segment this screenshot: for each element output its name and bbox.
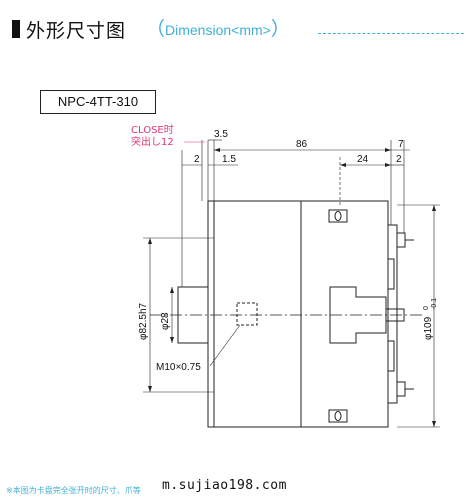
arrow-28-top <box>170 287 174 293</box>
dim-text-109-tol-upper: 0 <box>423 306 430 310</box>
dim-text-3-5: 3.5 <box>214 129 228 140</box>
subtitle-close-paren: ） <box>270 19 290 40</box>
subtitle-unit: <mm> <box>231 22 271 38</box>
upper-jaw-pin-base <box>396 232 406 248</box>
dim-text-1-5: 1.5 <box>222 154 236 165</box>
dim-text-2-left: 2 <box>194 154 200 165</box>
header-dashed-rule <box>318 33 464 34</box>
dim-texts: 3.5 86 7 2 1.5 24 2 φ82.5h7 φ28 φ109 0 -… <box>138 129 438 373</box>
page-title: 外形尺寸图 <box>26 20 127 42</box>
bottom-jaw-slot <box>328 409 348 423</box>
page-subtitle: （Dimension<mm>） <box>146 14 290 41</box>
lower-jaw-block <box>387 340 395 372</box>
subtitle-open-paren: （ <box>146 19 166 40</box>
dim-text-109: φ109 <box>423 316 434 340</box>
arrow-86-left <box>214 148 220 152</box>
close-note-line1: CLOSE时 <box>131 125 174 136</box>
lower-jaw-pin-base <box>396 381 406 397</box>
flange-plate <box>207 200 215 428</box>
arrow-109-bottom <box>432 421 436 427</box>
top-jaw-hole <box>334 211 342 221</box>
dim-text-7: 7 <box>398 139 404 150</box>
model-label: NPC-4TT-310 <box>40 90 156 114</box>
thread-label: M10×0.75 <box>156 362 201 373</box>
subtitle-text: Dimension <box>165 22 232 38</box>
top-jaw-slot <box>328 209 348 223</box>
arrow-24-left <box>340 163 346 167</box>
close-note-line2: 突出し12 <box>131 137 174 148</box>
arrow-82-top <box>148 238 152 244</box>
center-jaw <box>329 286 387 344</box>
header-marker <box>12 20 20 38</box>
dim-text-82-5: φ82.5h7 <box>138 302 149 340</box>
thread-leader <box>209 324 241 367</box>
arrow-82-bottom <box>148 386 152 392</box>
watermark: m.sujiao198.com <box>162 478 287 493</box>
footer-note: ※本图为卡盘完全张开时的尺寸、爪等 <box>6 486 141 495</box>
dim-text-24: 24 <box>357 154 369 165</box>
dim-text-28: φ28 <box>160 312 171 330</box>
dim-text-2-right: 2 <box>396 154 402 165</box>
body-right-step <box>387 224 398 404</box>
arrow-24-right <box>385 163 391 167</box>
arrow-109-top <box>432 205 436 211</box>
port-fitting <box>236 302 258 326</box>
arrow-28-bottom <box>170 337 174 343</box>
dim-arrows <box>148 148 436 427</box>
drawing-geometry <box>143 139 440 428</box>
upper-jaw-block <box>387 258 395 290</box>
close-note: CLOSE时 突出し12 <box>131 125 174 149</box>
arrow-86-right <box>385 148 391 152</box>
bottom-jaw-hole <box>334 411 342 421</box>
dim-text-86: 86 <box>296 139 308 150</box>
dim-text-109-tol-lower: -0.1 <box>431 298 438 310</box>
